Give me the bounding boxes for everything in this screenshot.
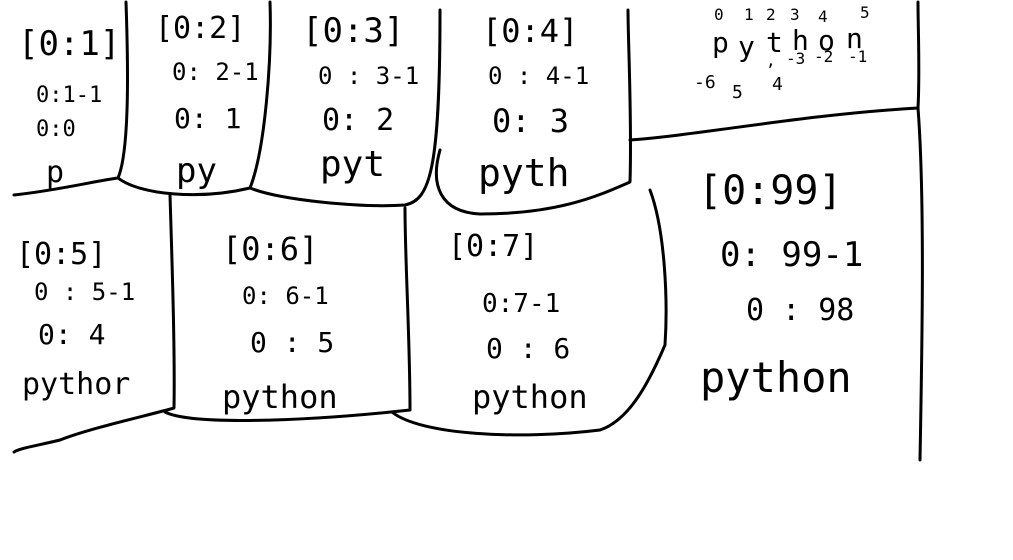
output-text: python [472,378,588,416]
border-mid-2 [390,188,668,437]
svg-text:n: n [846,22,863,55]
cell-7: [0:7] 0:7-1 0 : 6 python [448,229,588,416]
svg-text:h: h [792,24,809,57]
cell-4: [0:4] 0 : 4-1 0: 3 pyth [478,12,589,195]
negative-indices-row1: , -3 -2 -1 [766,47,867,70]
result-text: 0: 2 [322,103,394,138]
svg-text:t: t [766,26,783,59]
border-cell-3 [248,8,442,208]
svg-text:4: 4 [818,7,828,26]
svg-text:p: p [712,26,729,59]
svg-text:1: 1 [744,5,754,24]
svg-text:2: 2 [766,5,776,24]
svg-text:o: o [818,24,835,57]
border-cell-4 [434,8,633,216]
border-mid-left [12,193,176,454]
positive-indices: 0 1 2 3 4 5 [714,3,870,26]
cell-1: [0:1] 0:1-1 0:0 p [18,24,120,190]
cell-6: [0:6] 0: 6-1 0 : 5 python [222,230,338,416]
output-text: python [222,378,338,416]
slice-text: [0:5] [16,237,106,272]
slice-text: [0:2] [155,11,245,46]
cell-8: [0:99] 0: 99-1 0 : 98 python [698,168,863,402]
python-letters: p y t h o n [712,22,863,63]
minus-text: 0:7-1 [482,289,560,319]
output-text: p [46,155,64,190]
output-text: pyt [320,144,385,185]
minus-text: 0 : 3-1 [318,62,419,90]
result-text: 0: 4 [38,318,105,351]
cell-5: [0:5] 0 : 5-1 0: 4 pythor [16,237,135,402]
slice-text: [0:1] [18,24,120,64]
svg-text:y: y [738,30,755,63]
svg-text:5: 5 [732,82,743,103]
border-right [916,106,924,462]
svg-text:-6: -6 [694,72,716,93]
svg-text:5: 5 [860,3,870,22]
slice-text: [0:99] [698,168,843,214]
result-text: 0: 1 [174,102,241,135]
border-top-right [628,0,921,142]
output-text: python [700,353,852,402]
minus-text: 0: 2-1 [172,58,259,86]
svg-text:0: 0 [714,5,724,24]
cell-borders [12,0,924,462]
minus-text: 0 : 4-1 [488,62,589,90]
result-text: 0 : 98 [746,293,854,328]
minus-text: 0: 6-1 [242,282,329,310]
output-text: pythor [22,367,130,402]
result-text: 0:0 [36,117,76,142]
svg-text:,: , [766,51,776,70]
output-text: py [176,151,217,191]
svg-text:-1: -1 [848,47,867,66]
slice-text: [0:3] [302,11,404,51]
result-text: 0: 3 [492,102,569,140]
slice-text: [0:7] [448,229,538,264]
slice-text: [0:6] [222,230,318,268]
output-text: pyth [478,151,570,195]
border-mid-1 [163,206,412,422]
result-text: 0 : 5 [250,326,334,359]
index-diagram: 0 1 2 3 4 5 p y t h o n , -3 -2 -1 -6 5 … [694,3,870,103]
negative-indices-row2: -6 5 4 [694,72,783,103]
result-text: 0 : 6 [486,332,570,365]
svg-text:-3: -3 [786,49,805,68]
minus-text: 0: 99-1 [720,235,863,275]
svg-text:-2: -2 [814,47,833,66]
svg-text:4: 4 [772,74,783,95]
cell-2: [0:2] 0: 2-1 0: 1 py [155,11,259,191]
svg-text:3: 3 [790,5,800,24]
cell-3: [0:3] 0 : 3-1 0: 2 pyt [302,11,419,185]
slice-text: [0:4] [482,12,578,50]
border-cell-1 [12,0,130,197]
minus-text: 0 : 5-1 [34,278,135,306]
minus-text: 0:1-1 [36,83,102,108]
